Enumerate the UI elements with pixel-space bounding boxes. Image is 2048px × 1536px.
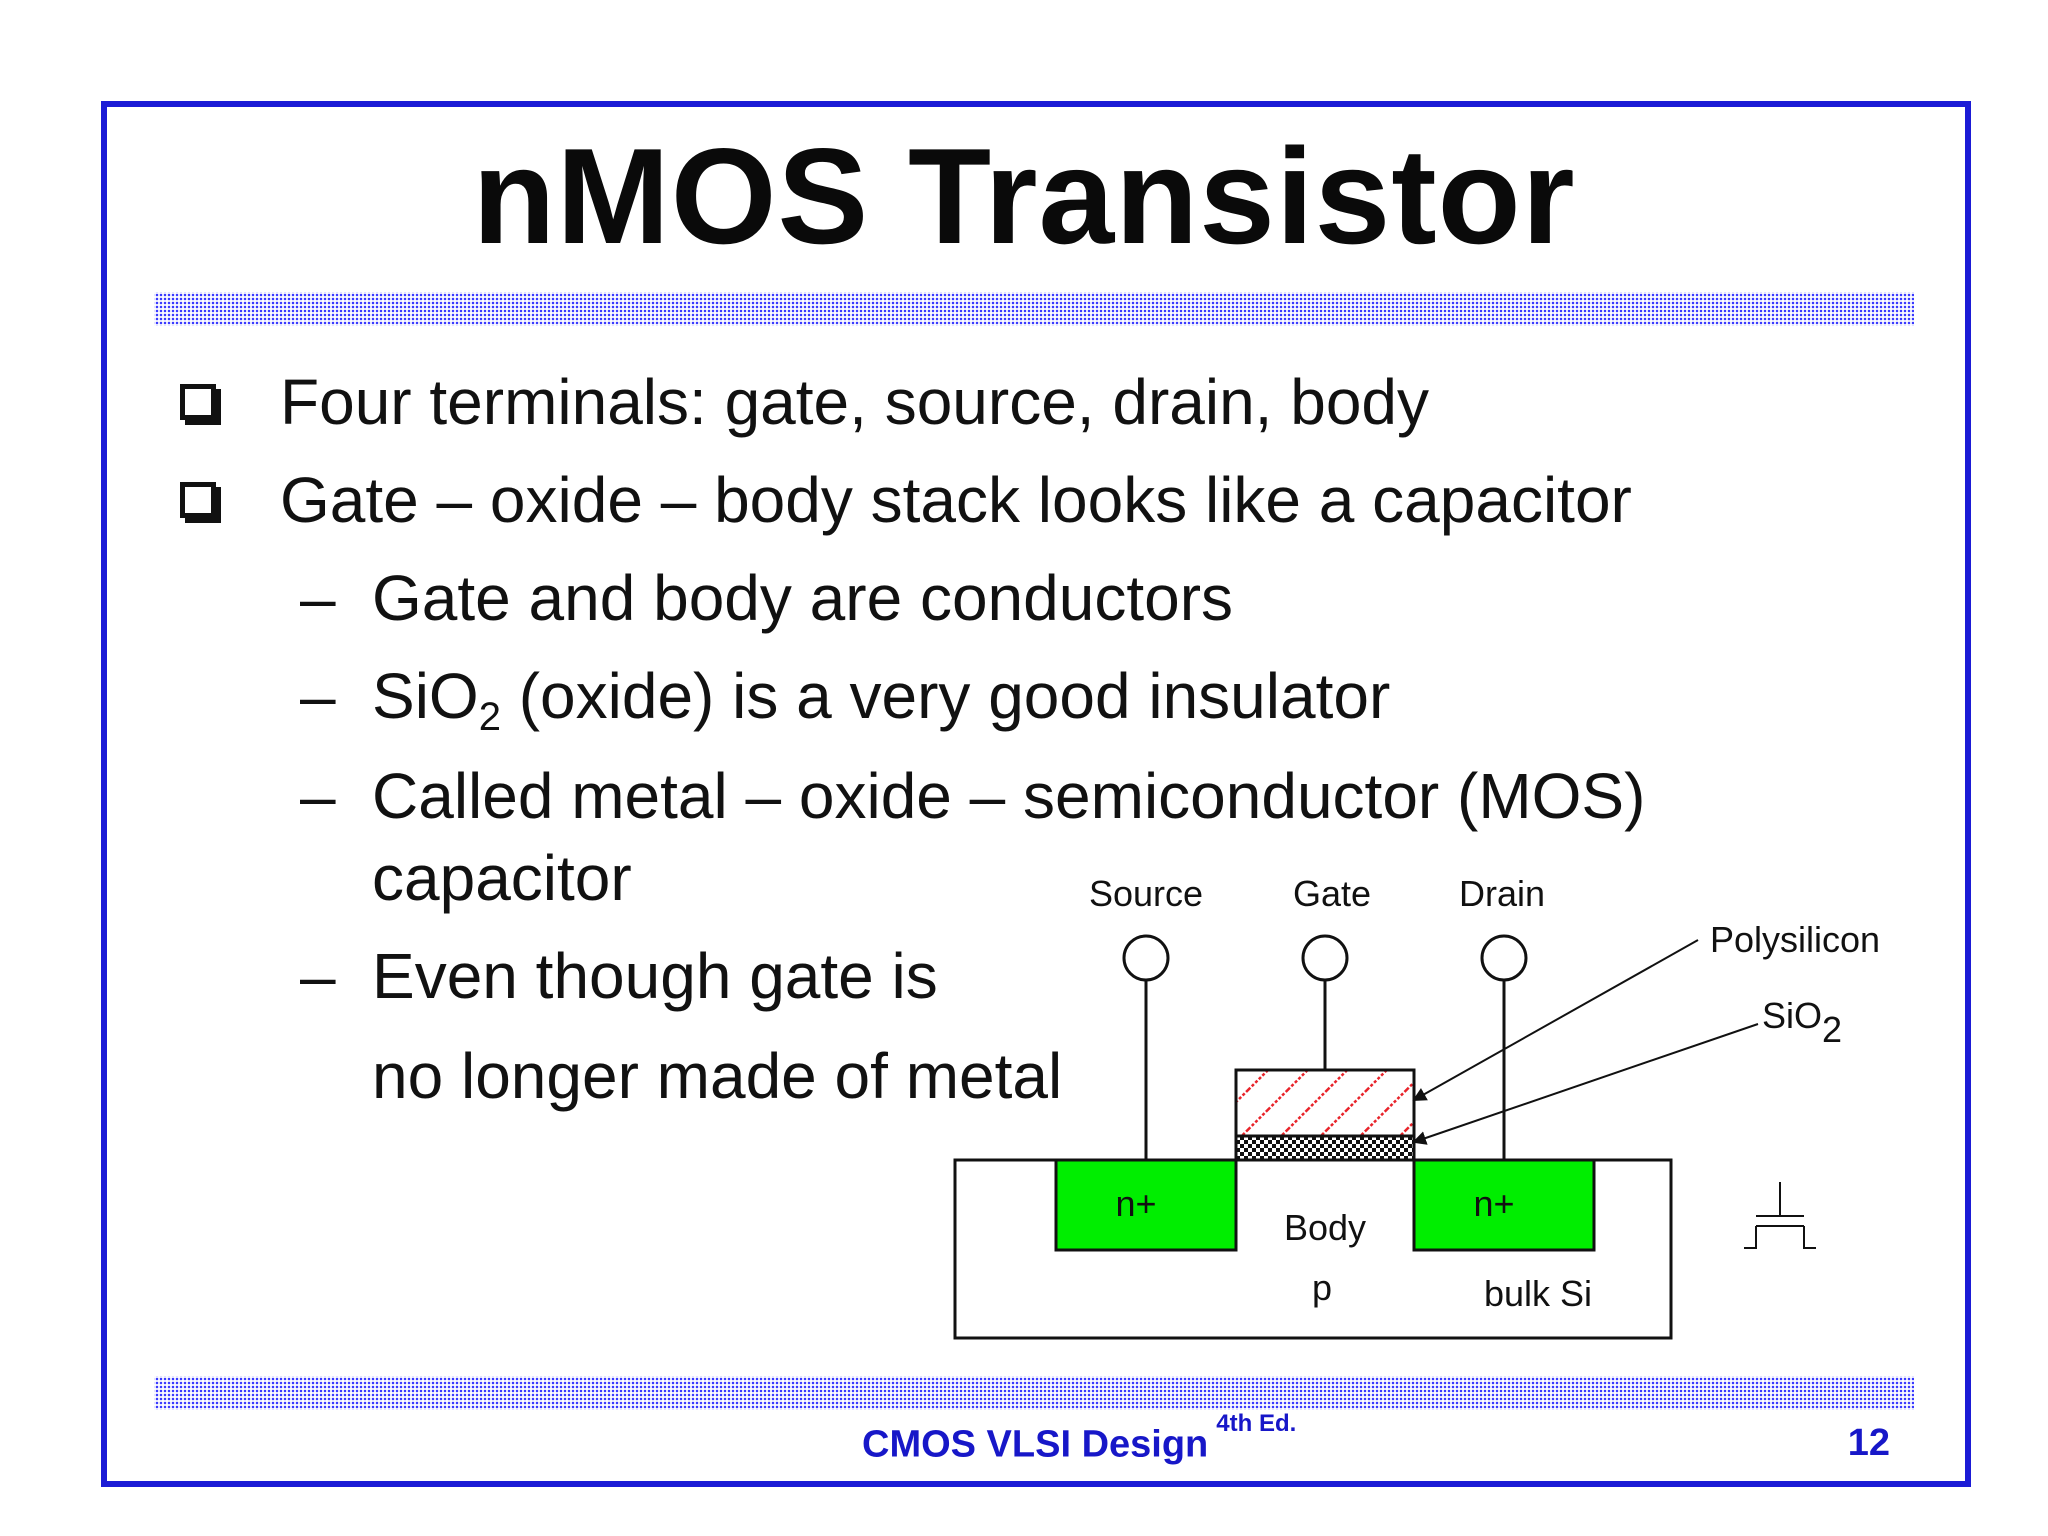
n-plus-right-label: n+ <box>1473 1183 1514 1224</box>
footer-course-title: CMOS VLSI Design4th Ed. <box>862 1410 1297 1466</box>
sub-bullet-4-line2: no longer made of metal <box>372 1040 1063 1112</box>
nmos-schematic-symbol-icon <box>1744 1182 1816 1249</box>
dash-marker: – <box>300 660 336 732</box>
sub-bullet-3-line1: Called metal – oxide – semiconductor (MO… <box>372 760 1646 832</box>
p-type-label: p <box>1312 1267 1332 1308</box>
sio2-label: SiO2 <box>1762 995 1842 1050</box>
drain-label: Drain <box>1459 873 1545 914</box>
bullet-2-text: Gate – oxide – body stack looks like a c… <box>280 464 1632 536</box>
source-terminal-icon <box>1122 934 1170 982</box>
sub-bullet-4-line1: Even though gate is <box>372 940 938 1012</box>
n-plus-drain-region <box>1412 1158 1596 1252</box>
sub-bullet-1-text: Gate and body are conductors <box>372 562 1233 634</box>
sub-bullet-2-text: SiO2 (oxide) is a very good insulator <box>372 660 1391 739</box>
bulk-si-label: bulk Si <box>1484 1273 1592 1314</box>
drain-terminal-icon <box>1480 934 1528 982</box>
bullet-1-text: Four terminals: gate, source, drain, bod… <box>280 366 1429 438</box>
slide-title: nMOS Transistor <box>472 120 1576 272</box>
polysilicon-gate <box>1234 1068 1416 1138</box>
polysilicon-pointer-arrow <box>1412 939 1699 1101</box>
bottom-pattern-band <box>154 1376 1914 1410</box>
dash-marker: – <box>300 562 336 634</box>
footer-edition: 4th Ed. <box>1216 1410 1297 1437</box>
checkbox-bullet-icon <box>180 384 216 420</box>
gate-terminal-icon <box>1301 934 1349 982</box>
n-plus-left-label: n+ <box>1115 1183 1156 1224</box>
gate-label: Gate <box>1293 873 1371 914</box>
sio2-oxide-layer <box>1234 1134 1416 1162</box>
dash-marker: – <box>300 940 336 1012</box>
sub-bullet-3-line2: capacitor <box>372 842 632 914</box>
polysilicon-label: Polysilicon <box>1710 919 1880 960</box>
body-label: Body <box>1284 1207 1366 1248</box>
dash-marker: – <box>300 760 336 832</box>
page-number: 12 <box>1847 1422 1890 1464</box>
sio2-pointer-arrow <box>1412 1023 1759 1145</box>
checkbox-bullet-icon <box>180 482 216 518</box>
source-label: Source <box>1089 873 1203 914</box>
top-pattern-band <box>154 292 1914 326</box>
